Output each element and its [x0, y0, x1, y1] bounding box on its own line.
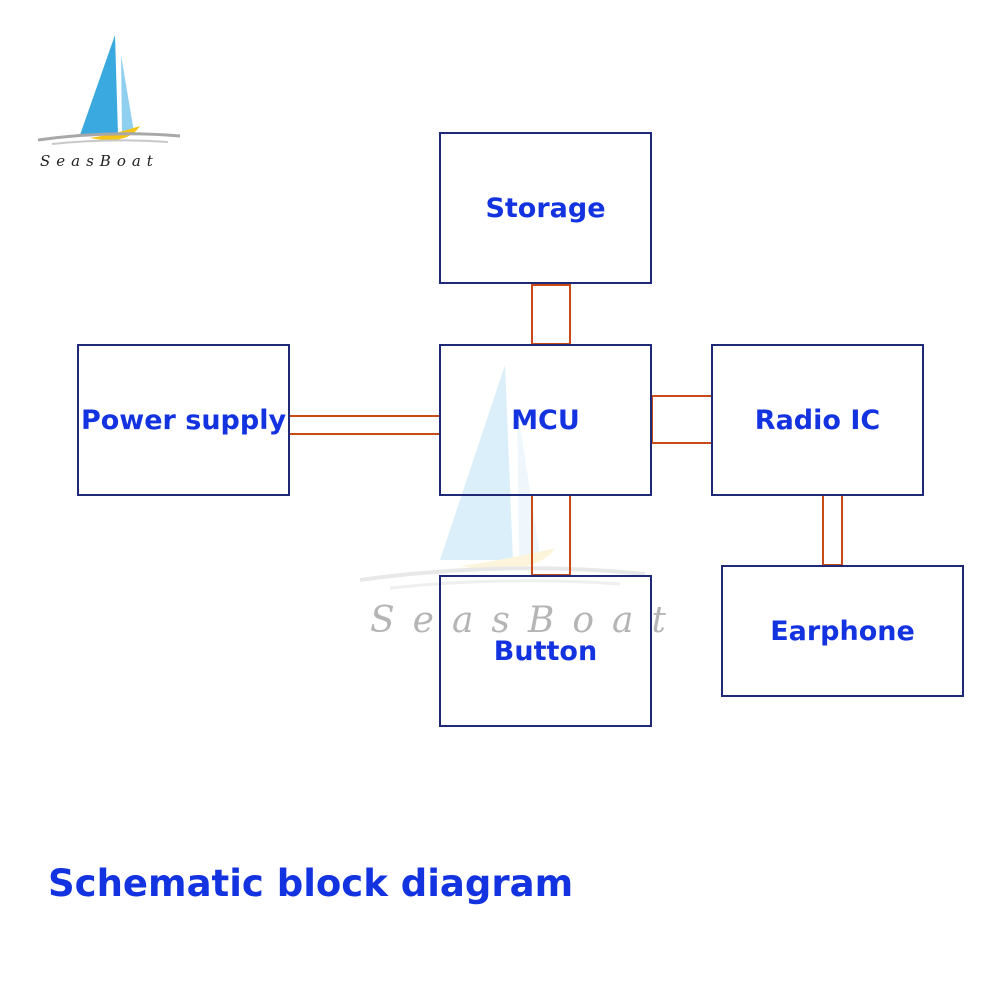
logo-wordmark: SeasBoat — [40, 152, 159, 170]
connector-mcu-button — [531, 494, 571, 576]
mcu-block: MCU — [439, 344, 652, 496]
button-label: Button — [493, 635, 598, 667]
storage-label: Storage — [485, 192, 606, 224]
radio-ic-label: Radio IC — [754, 404, 881, 436]
connector-radio-earphone — [822, 494, 843, 566]
connector-storage-mcu — [531, 284, 571, 345]
power-supply-block: Power supply — [77, 344, 290, 496]
radio-ic-block: Radio IC — [711, 344, 924, 496]
button-block: Button — [439, 575, 652, 727]
connector-power-mcu — [288, 415, 441, 435]
seasboat-logo-icon — [37, 35, 181, 145]
power-supply-label: Power supply — [80, 404, 287, 436]
earphone-label: Earphone — [770, 615, 915, 647]
mcu-label: MCU — [511, 404, 580, 436]
storage-block: Storage — [439, 132, 652, 284]
watermark-wordmark: SeasBoat — [370, 600, 684, 641]
connector-mcu-radio — [651, 395, 713, 444]
diagram-caption: Schematic block diagram — [48, 862, 574, 905]
earphone-block: Earphone — [721, 565, 964, 697]
